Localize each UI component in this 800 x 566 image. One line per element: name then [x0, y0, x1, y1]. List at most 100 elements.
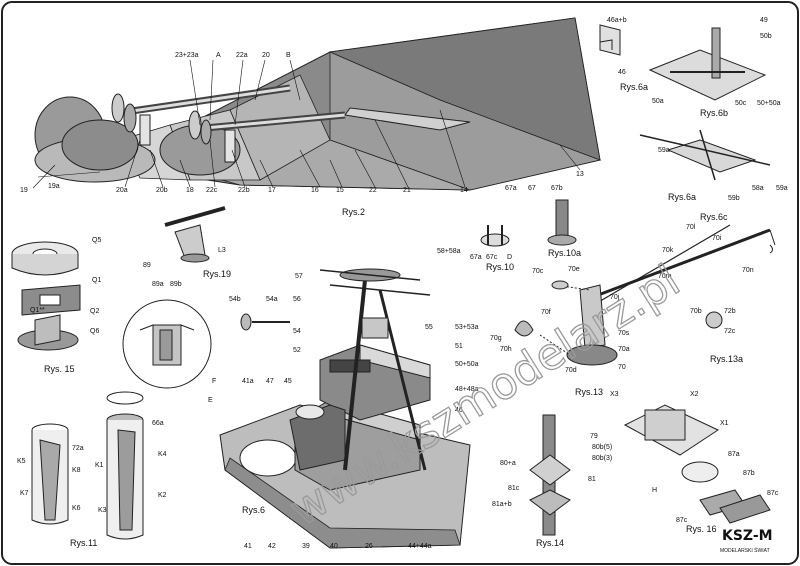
label: Q2 [90, 308, 99, 315]
label: 87b [743, 470, 755, 477]
caption-rys6b: Rys.6b [700, 108, 728, 118]
label: K4 [158, 451, 167, 458]
label: H [652, 487, 657, 494]
label: Q1** [30, 307, 45, 314]
logo-brand: KSZ-M [722, 528, 773, 544]
part-rys6a-mid [639, 129, 771, 181]
label: 22a [236, 52, 248, 59]
label: 66a [152, 420, 164, 427]
label: 80b(3) [592, 455, 612, 462]
label: 18 [186, 187, 194, 194]
label: 54 [293, 328, 301, 335]
gun-rys19 [164, 206, 226, 263]
label: 16 [311, 187, 319, 194]
hull-labels: 23+23a A 22a 20 B 19 19a 20a 20b 18 22c … [20, 52, 584, 194]
label: Q5 [92, 237, 101, 244]
label: 70 [618, 364, 626, 371]
label: K6 [72, 505, 81, 512]
label: 51 [455, 343, 463, 350]
label: K3 [98, 507, 107, 514]
label: 52 [293, 347, 301, 354]
label: 81c [508, 485, 520, 492]
label: X1 [720, 420, 729, 427]
label: 21 [403, 187, 411, 194]
label: B [286, 52, 291, 59]
label: 40 [330, 543, 338, 550]
caption-rys6: Rys.6 [242, 505, 265, 515]
label: 44+44a [408, 543, 432, 550]
part-rys14 [529, 414, 571, 536]
label: 70c [532, 268, 544, 275]
label: 58+58a [437, 248, 461, 255]
part-rys15 [11, 241, 81, 351]
caption-rys6a-mid: Rys.6a [668, 192, 696, 202]
label: 41 [244, 543, 252, 550]
label: 19a [48, 183, 60, 190]
label: 47 [266, 378, 274, 385]
label: 87a [728, 451, 740, 458]
caption-rys13a: Rys.13a [710, 354, 743, 364]
deck-assembly [219, 268, 471, 549]
label: 50a [652, 98, 664, 105]
label: F [212, 378, 216, 385]
label: 57 [295, 273, 303, 280]
label: 59a [658, 147, 670, 154]
label: 13 [576, 171, 584, 178]
label: X2 [690, 391, 699, 398]
label: 17 [268, 187, 276, 194]
label: 22 [369, 187, 377, 194]
label: 48+48a [455, 386, 479, 393]
label: 89b [170, 281, 182, 288]
label: 14 [460, 187, 468, 194]
label: 89a [152, 281, 164, 288]
part-rys16 [623, 404, 771, 524]
label: D [507, 254, 512, 261]
label: 46a+b [607, 17, 627, 24]
label: 70g [490, 335, 502, 342]
label: 70a [618, 346, 630, 353]
label: 72a [72, 445, 84, 452]
label: 72c [724, 328, 736, 335]
label: K7 [20, 490, 29, 497]
label: 70i [712, 235, 722, 242]
caption-rys16: Rys. 16 [686, 524, 717, 534]
part-rys11 [31, 391, 144, 540]
label: 67b [551, 185, 563, 192]
detail-circle [122, 299, 212, 389]
label: 87c [767, 490, 779, 497]
label: 67a [505, 185, 517, 192]
label: 54b [229, 296, 241, 303]
label: 20 [262, 52, 270, 59]
label: 67a [470, 254, 482, 261]
hull-leaders [32, 59, 581, 189]
label: Q6 [90, 328, 99, 335]
label: 80+a [500, 460, 516, 467]
deck-labels: 57 56 55 54 53+53a 51 50+50a 48+48a 46 5… [208, 273, 479, 550]
label: 20a [116, 187, 128, 194]
label: K2 [158, 492, 167, 499]
label: 55 [425, 324, 433, 331]
label: K5 [17, 458, 26, 465]
caption-rys6a-top: Rys.6a [620, 82, 648, 92]
label: X3 [610, 391, 619, 398]
label: 70e [568, 266, 580, 273]
part-rys6a-top [599, 24, 621, 56]
label: 59a [776, 185, 788, 192]
label: 59b [728, 195, 740, 202]
label: 70j [610, 294, 620, 301]
label: 23+23a [175, 52, 199, 59]
label: 50+50a [757, 100, 781, 107]
label: 50+50a [455, 361, 479, 368]
label: 70h [500, 346, 512, 353]
label: 70k [662, 247, 674, 254]
label: 49 [760, 17, 768, 24]
caption-rys14: Rys.14 [536, 538, 564, 548]
caption-rys10: Rys.10 [486, 262, 514, 272]
label: 89 [143, 262, 151, 269]
label: 80b(5) [592, 444, 612, 451]
label: 19 [20, 187, 28, 194]
part-rys10 [480, 199, 577, 247]
label: 39 [302, 543, 310, 550]
